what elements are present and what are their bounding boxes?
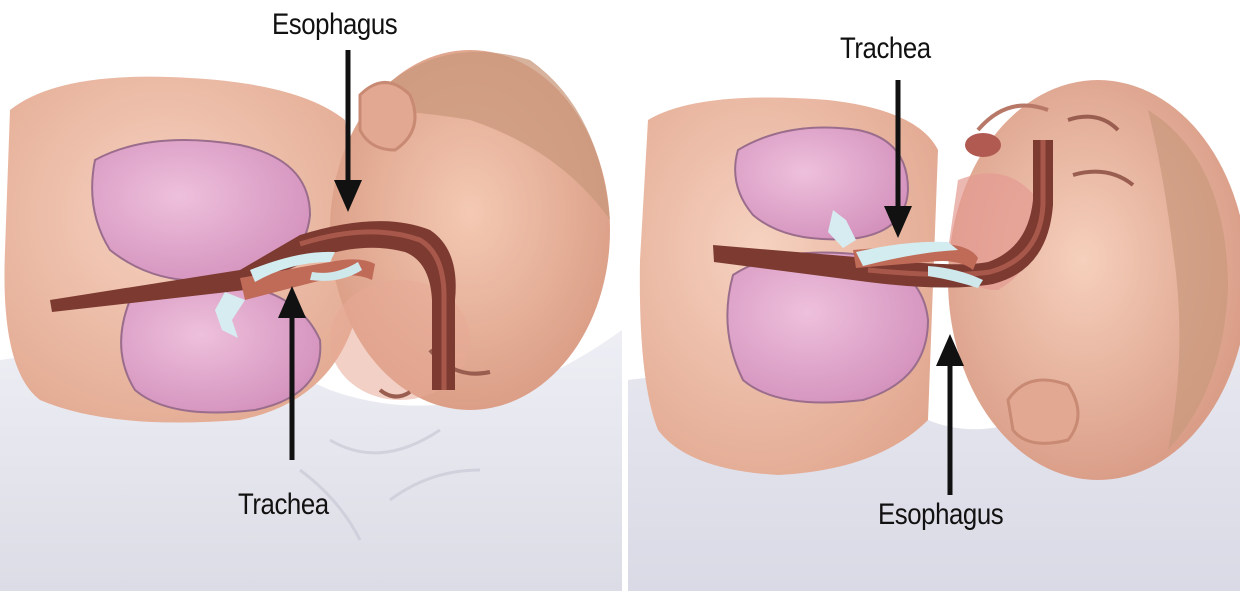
trachea-label-left: Trachea — [238, 488, 329, 522]
supine-illustration-panel: Trachea Esophagus — [628, 0, 1240, 591]
esophagus-label-left: Esophagus — [272, 8, 397, 42]
esophagus-label-right: Esophagus — [878, 498, 1003, 532]
prone-illustration-panel: Esophagus Trachea — [0, 0, 622, 591]
ear — [360, 83, 415, 151]
ear — [1008, 380, 1078, 443]
trachea-label-right: Trachea — [840, 32, 931, 66]
mouth — [965, 133, 1001, 157]
